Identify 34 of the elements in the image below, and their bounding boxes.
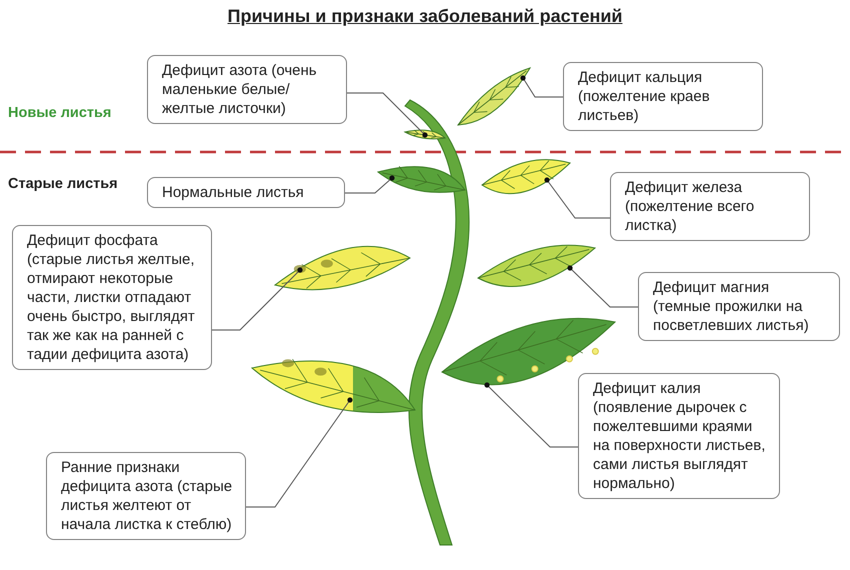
leader-line bbox=[346, 92, 428, 138]
callout-text: Дефицит магния (темные прожилки на посветлевших листья) bbox=[653, 278, 810, 335]
leaf bbox=[478, 244, 596, 288]
leaf bbox=[482, 159, 570, 194]
callout-box bbox=[563, 62, 763, 131]
callout-box bbox=[147, 177, 345, 208]
callout-box bbox=[578, 373, 780, 499]
leader-line bbox=[567, 265, 638, 308]
leader-line bbox=[520, 75, 564, 98]
leaf bbox=[252, 358, 416, 413]
leader-line bbox=[484, 382, 578, 448]
callout-box bbox=[610, 172, 810, 241]
leaf bbox=[378, 166, 466, 193]
callout-text: Дефицит железа (пожелтение всего листка) bbox=[625, 178, 756, 235]
callout-box bbox=[46, 452, 246, 540]
leaf bbox=[458, 68, 530, 126]
leader-line bbox=[544, 177, 610, 218]
leader-line bbox=[212, 267, 303, 330]
callout-box bbox=[147, 55, 347, 124]
section-label: Новые листья bbox=[8, 105, 112, 121]
leader-line bbox=[246, 397, 353, 508]
callout-text: Дефицит фосфата (старые листья желтые, отмирают некоторые части, листки отпадают очень быстро, выглядят так же как на ранней с тадии дефицита азота) bbox=[27, 231, 196, 364]
callout-box bbox=[638, 272, 840, 341]
section-label: Старые листья bbox=[8, 176, 118, 192]
title: Причины и признаки заболеваний растений bbox=[228, 6, 622, 26]
callout-box bbox=[12, 225, 212, 370]
leaf bbox=[274, 246, 410, 290]
leader-line bbox=[344, 175, 395, 194]
callout-text: Дефицит калия (появление дырочек с пожелтевшими краями на поверхности листьев, сами листья выглядят нормально) bbox=[593, 379, 766, 493]
callout-text: Нормальные листья bbox=[162, 183, 305, 202]
callout-text: Дефицит азота (очень маленькие белые/ желтые листочки) bbox=[162, 61, 318, 118]
leaf bbox=[404, 130, 446, 140]
callout-text: Ранние признаки дефицита азота (старые листья желтеют от начала листка к стеблю) bbox=[61, 458, 234, 534]
callout-text: Дефицит кальция (пожелтение краев листьев) bbox=[578, 68, 711, 125]
